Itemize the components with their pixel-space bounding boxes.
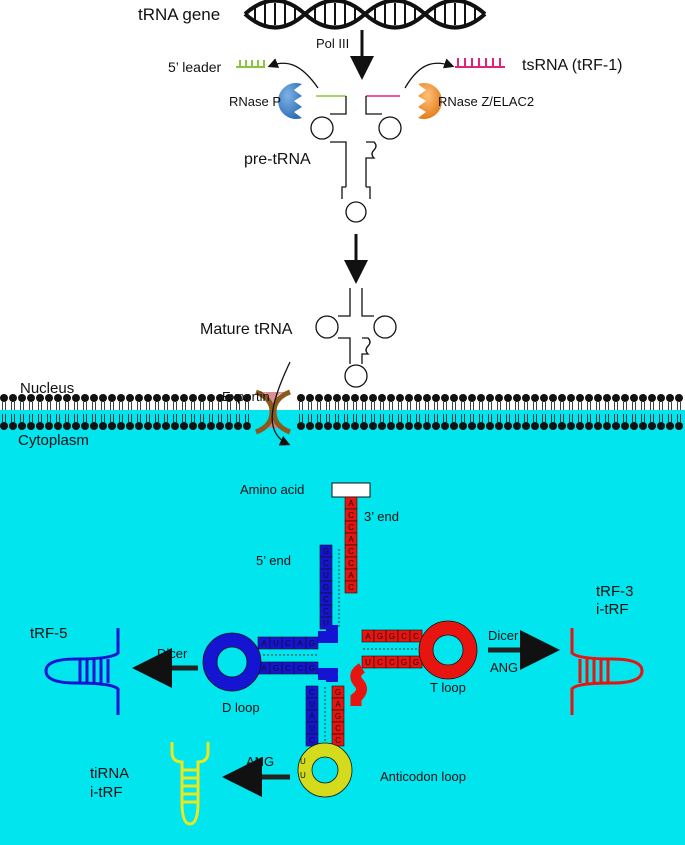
t-stem-nucleotide-base: A — [365, 632, 371, 641]
anticodon-stem-nucleotide-base: U — [309, 700, 315, 709]
cytoplasm-label: Cytoplasm — [18, 432, 89, 449]
rnase-z-icon — [418, 83, 442, 119]
d-stem-nucleotide-base: C — [285, 664, 291, 673]
mature-trna-label: Mature tRNA — [200, 321, 293, 338]
nuclear-membrane — [0, 394, 683, 430]
acceptor-3-nucleotide-base: C — [348, 511, 354, 520]
leader-release-arrow — [267, 58, 319, 89]
t-stem-nucleotide-base: G — [413, 658, 419, 667]
t-stem-nucleotide-base: C — [389, 658, 395, 667]
acceptor-3-nucleotide-base: C — [348, 547, 354, 556]
anticodon-loop-ring — [298, 743, 352, 797]
trf3-label-line1: tRF-3 — [596, 583, 634, 600]
acceptor-3-nucleotide — [344, 580, 358, 594]
d-stem-nucleotide-base: A — [261, 639, 267, 648]
dicer-left-label: Dicer — [157, 646, 188, 661]
anticodon-stem-nucleotide-base: C — [309, 688, 315, 697]
anticodon-stem-nucleotide-base: C — [335, 736, 341, 745]
leader-label: 5’ leader — [168, 59, 222, 75]
amino-acid-label: Amino acid — [240, 482, 304, 497]
t-stem-nucleotide — [409, 629, 423, 643]
trf3-label-line2: i-tRF — [596, 601, 629, 618]
t-stem-nucleotide-base: G — [389, 632, 395, 641]
trf5-label: tRF-5 — [30, 625, 68, 642]
d-stem-nucleotide-base: C — [285, 639, 291, 648]
pol-iii-label: Pol III — [316, 36, 349, 51]
acceptor-5-nucleotide-base: C — [323, 607, 329, 616]
acceptor-3-nucleotide-base: C — [348, 583, 354, 592]
tirna-fragment-icon — [170, 742, 210, 826]
t-loop-label: T loop — [430, 680, 466, 695]
anticodon-stem-nucleotide-base: A — [335, 700, 341, 709]
dna-helix-icon — [243, 0, 487, 30]
acceptor-5-nucleotide-base: C — [323, 559, 329, 568]
tsrna-fragment-icon — [455, 58, 505, 68]
rnase-p-label: RNase P — [229, 94, 281, 109]
d-arm-connector — [318, 625, 338, 682]
pre-trna-label: pre-tRNA — [244, 151, 311, 168]
d-stem-nucleotide-base: A — [261, 664, 267, 673]
d-loop-ring — [203, 633, 261, 691]
acceptor-3-nucleotide-base: C — [348, 559, 354, 568]
export-arrow — [271, 361, 291, 446]
anticodon-stem-nucleotide-base: G — [335, 688, 341, 697]
rnase-p-icon — [278, 83, 302, 119]
trna-gene-label: tRNA gene — [138, 5, 220, 24]
d-stem-nucleotide-base: G — [309, 639, 315, 648]
leader-fragment-icon — [236, 60, 265, 68]
tirna-label-line1: tiRNA — [90, 765, 129, 782]
tirna-label-line2: i-tRF — [90, 784, 123, 801]
anticodon-stem-nucleotide-base: U — [309, 724, 315, 733]
ang-bottom-label: ANG — [246, 754, 274, 769]
anticodon-stem-nucleotide-base: C — [309, 736, 315, 745]
acceptor-5-nucleotide-base: U — [323, 571, 329, 580]
anticodon-loop-label: Anticodon loop — [380, 769, 466, 784]
acceptor-5-nucleotide-base: C — [323, 595, 329, 604]
three-end-label: 3’ end — [364, 509, 399, 524]
anticodon-stem-nucleotide-base: C — [335, 724, 341, 733]
acceptor-5-nucleotide-base: U — [323, 619, 329, 628]
d-stem-nucleotide-base: U — [273, 639, 279, 648]
acceptor-5-nucleotide-base: G — [323, 547, 329, 556]
t-stem-nucleotide-base: C — [401, 632, 407, 641]
five-end-label: 5’ end — [256, 553, 291, 568]
dicer-right-label: Dicer — [488, 628, 519, 643]
nucleus-label: Nucleus — [20, 380, 74, 397]
acceptor-5-nucleotide-base: G — [323, 583, 329, 592]
acceptor-3-nucleotide-base: A — [348, 571, 354, 580]
t-stem-nucleotide-base: C — [377, 658, 383, 667]
rnase-z-label: RNase Z/ELAC2 — [438, 94, 534, 109]
t-stem-nucleotide-base: U — [365, 658, 371, 667]
tsrna-label: tsRNA (tRF-1) — [522, 57, 622, 74]
anticodon-stem-nucleotide-base: G — [335, 712, 341, 721]
pre-trna-structure — [310, 95, 402, 223]
t-stem-nucleotide-base: G — [377, 632, 383, 641]
d-stem-nucleotide-base: A — [297, 639, 303, 648]
acceptor-3-nucleotide-base: A — [348, 535, 354, 544]
acceptor-3-nucleotide-base: C — [348, 523, 354, 532]
d-stem-nucleotide-base: G — [273, 664, 279, 673]
acceptor-3-nucleotide-base: A — [348, 499, 354, 508]
exportin-label: Exportin — [222, 389, 270, 404]
mature-trna-structure — [315, 288, 397, 388]
t-loop-ring — [419, 621, 477, 679]
amino-acid-box — [331, 482, 371, 498]
anticodon-stem-nucleotide-base: A — [309, 712, 315, 721]
trf5-fragment-icon — [44, 628, 120, 715]
tsrna-release-arrow — [404, 58, 455, 89]
d-stem-nucleotide-base: C — [297, 664, 303, 673]
t-stem-nucleotide-base: G — [401, 658, 407, 667]
t-stem-nucleotide-base: C — [413, 632, 419, 641]
anticodon-loop-base: U — [300, 771, 306, 780]
trf3-fragment-icon — [570, 628, 644, 715]
variable-loop — [350, 663, 367, 706]
d-stem-nucleotide-base: G — [309, 664, 315, 673]
ang-right-label: ANG — [490, 660, 518, 675]
d-loop-label: D loop — [222, 700, 260, 715]
anticodon-loop-base: U — [300, 757, 306, 766]
